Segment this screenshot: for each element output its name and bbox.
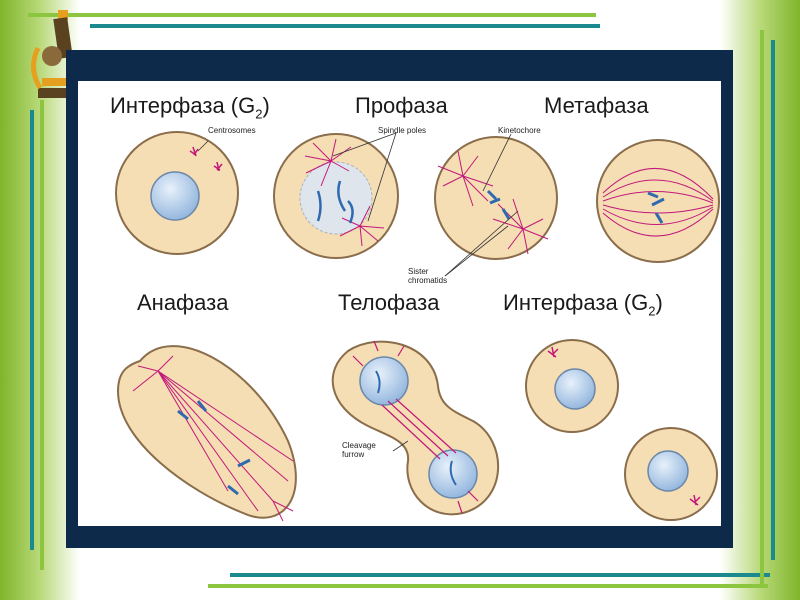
top-green-bar — [28, 13, 596, 17]
label-centrosomes: Centrosomes — [208, 126, 256, 135]
left-teal-vbar — [30, 110, 34, 550]
top-teal-bar — [90, 24, 600, 28]
label-sister-line-1: Sister — [408, 267, 447, 276]
interphase-cell-top — [116, 132, 238, 254]
label-cleavage-line-2: furrow — [342, 450, 376, 459]
bottom-teal-bar — [230, 573, 770, 577]
diagram-panel: Интерфаза (G2) Профаза Метафаза Анафаза … — [66, 50, 733, 548]
stage-title-anaphase: Анафаза — [137, 290, 228, 316]
label-cleavage-line-1: Cleavage — [342, 441, 376, 450]
stage-title-telophase: Телофаза — [338, 290, 439, 316]
stage-title-interphase-top: Интерфаза (G2) — [110, 93, 270, 121]
label-sister-chromatids: Sister chromatids — [408, 267, 447, 285]
interphase-cell-bottom-1 — [526, 340, 618, 432]
left-green-vbar — [40, 100, 44, 570]
right-teal-vbar — [771, 40, 775, 560]
stage-title-interphase-bottom: Интерфаза (G2) — [503, 290, 663, 318]
anaphase-cell — [118, 346, 296, 521]
stage-title-close: ) — [655, 290, 662, 315]
metaphase-cell-1 — [435, 137, 557, 259]
label-kinetochore: Kinetochore — [498, 126, 541, 135]
label-spindle-poles: Spindle poles — [378, 126, 426, 135]
stage-title-prophase: Профаза — [355, 93, 448, 119]
stage-title-close: ) — [262, 93, 269, 118]
bottom-green-bar — [208, 584, 768, 588]
stage-title-metaphase: Метафаза — [544, 93, 649, 119]
stage-title-text: Интерфаза (G — [503, 290, 648, 315]
prophase-cell — [274, 134, 398, 258]
diagram-area: Интерфаза (G2) Профаза Метафаза Анафаза … — [78, 81, 721, 526]
label-sister-line-2: chromatids — [408, 276, 447, 285]
label-cleavage-furrow: Cleavage furrow — [342, 441, 376, 459]
stage-title-text: Интерфаза (G — [110, 93, 255, 118]
interphase-cell-bottom-2 — [625, 428, 717, 520]
metaphase-cell-2 — [597, 140, 719, 262]
right-green-vbar — [760, 30, 764, 585]
telophase-cell — [333, 341, 498, 514]
